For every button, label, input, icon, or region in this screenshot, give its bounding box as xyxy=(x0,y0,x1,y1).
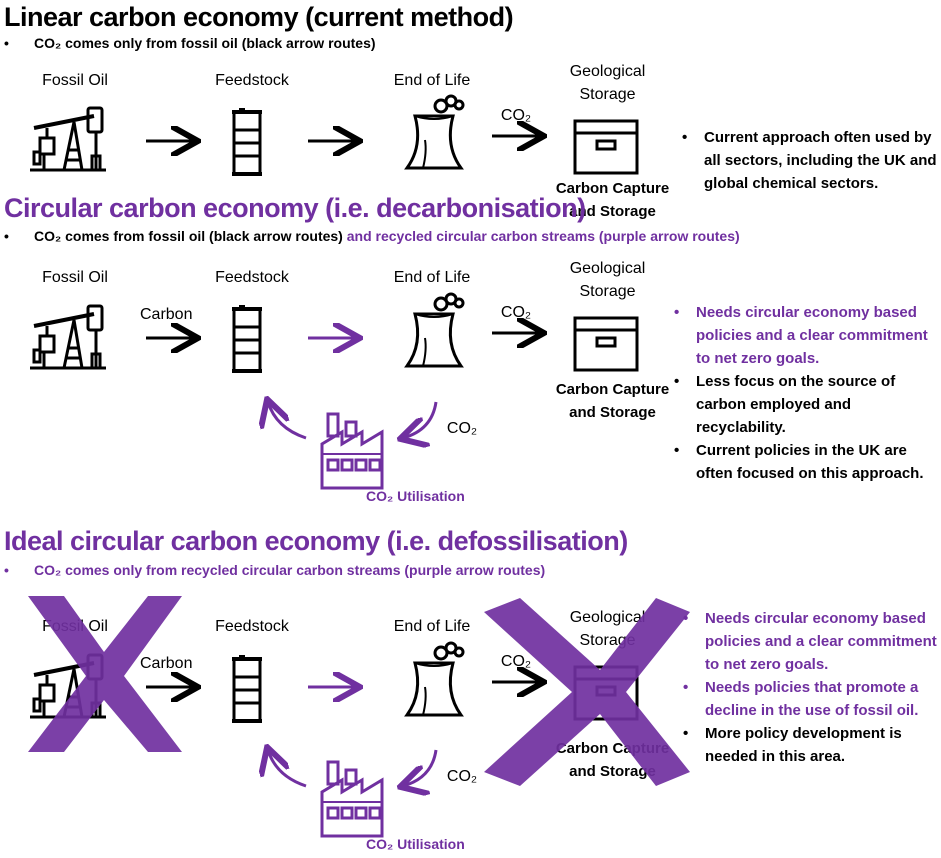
section2-arrows xyxy=(146,0,941,520)
co2-utilisation-label: CO₂ Utilisation xyxy=(366,836,465,852)
note-item: Needs policies that promote a decline in… xyxy=(681,676,940,722)
section2-title: Circular carbon economy (i.e. decarbonis… xyxy=(4,193,586,223)
section1-arrows xyxy=(146,0,941,200)
arrow-eol-to-utilisation xyxy=(403,401,438,438)
section1-bullet: •CO₂ comes only from fossil oil (black a… xyxy=(4,35,376,51)
fossil-oil-label: Fossil Oil xyxy=(42,72,108,89)
feedstock-label: Feedstock xyxy=(215,618,289,635)
co2-label: CO₂ xyxy=(500,653,532,670)
section1-notes: Current approach often used by all secto… xyxy=(680,126,940,195)
fossil-oil-label: Fossil Oil xyxy=(42,269,108,286)
section3-title: Ideal circular carbon economy (i.e. defo… xyxy=(4,526,628,556)
section3-bullet: •CO₂ comes only from recycled circular c… xyxy=(4,562,546,578)
end-of-life-label: End of Life xyxy=(393,618,471,635)
note-item: Needs circular economy based policies an… xyxy=(672,301,940,370)
co2-utilisation-label: CO₂ Utilisation xyxy=(366,488,465,504)
section2-bullet: •CO₂ comes from fossil oil (black arrow … xyxy=(4,228,740,244)
end-of-life-label: End of Life xyxy=(393,72,471,89)
arrow-utilisation-to-feedstock xyxy=(268,402,307,440)
note-item: Needs circular economy based policies an… xyxy=(681,607,940,676)
note-item: Less focus on the source of carbon emplo… xyxy=(672,370,940,439)
co2-loop-label: CO₂ xyxy=(446,420,478,437)
end-of-life-label: End of Life xyxy=(393,269,471,286)
note-item: More policy development is needed in thi… xyxy=(681,722,940,768)
feedstock-label: Feedstock xyxy=(215,72,289,89)
arrow-eol-to-utilisation xyxy=(403,749,438,786)
arrow-utilisation-to-feedstock xyxy=(268,750,307,788)
section2-notes: Needs circular economy based policies an… xyxy=(672,301,940,485)
co2-label: CO₂ xyxy=(500,304,532,321)
note-item: Current policies in the UK are often foc… xyxy=(672,439,940,485)
section1-title: Linear carbon economy (current method) xyxy=(4,2,514,32)
section3-notes: Needs circular economy based policies an… xyxy=(681,607,940,768)
carbon-label: Carbon xyxy=(140,306,193,323)
co2-label: CO₂ xyxy=(500,107,532,124)
note-item: Current approach often used by all secto… xyxy=(680,126,940,195)
co2-loop-label: CO₂ xyxy=(446,768,478,785)
feedstock-label: Feedstock xyxy=(215,269,289,286)
